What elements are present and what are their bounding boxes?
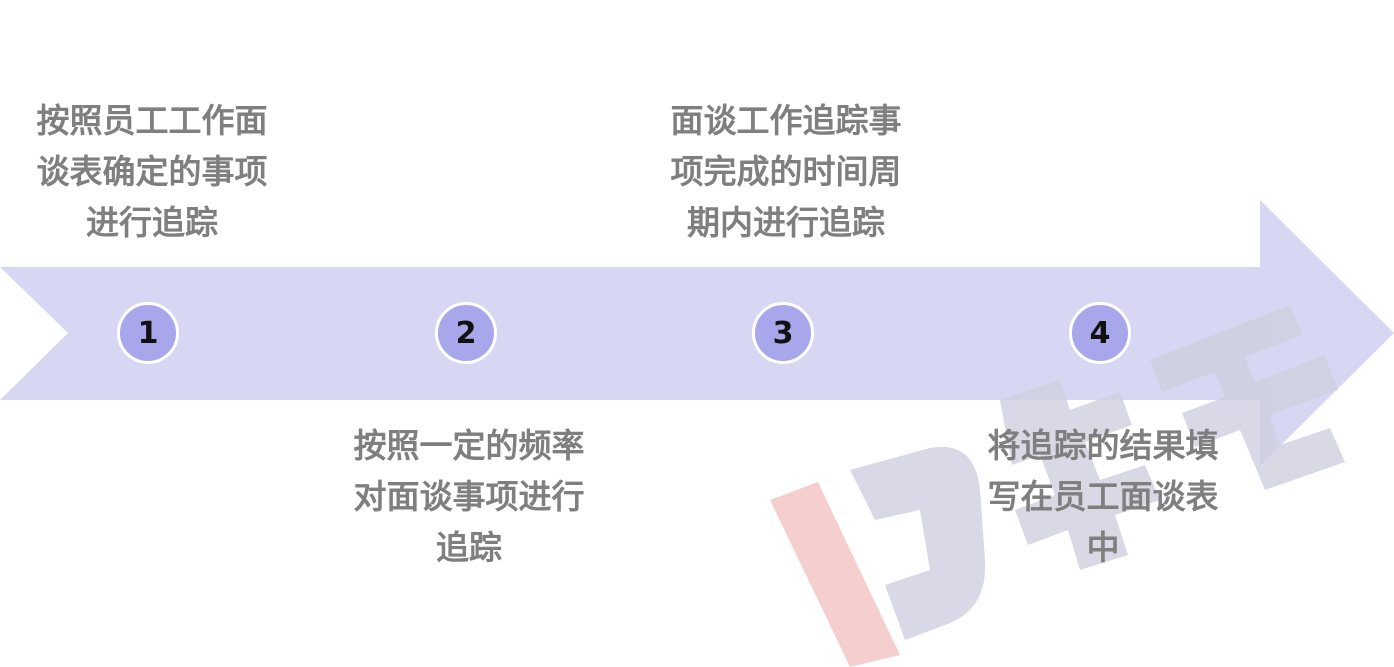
step-4-line-3: 中 [1086,528,1120,567]
step-3-line-3: 期内进行追踪 [687,203,885,242]
watermark-character-yi [1150,305,1345,490]
step-2-line-1: 按照一定的频率 [353,426,585,465]
step-2-description: 按照一定的频率 对面谈事项进行 追踪 [344,420,594,573]
step-1-line-1: 按照员工工作面 [36,101,268,140]
step-1-line-2: 谈表确定的事项 [36,152,268,191]
step-2-number-badge: 2 [435,302,497,364]
watermark-g-shape [850,446,986,640]
step-1-number-badge: 1 [117,302,179,364]
step-2-line-3: 追踪 [436,528,502,567]
step-4-line-2: 写在员工面谈表 [987,477,1219,516]
watermark-character-bo [1000,380,1160,570]
step-4-description: 将追踪的结果填 写在员工面谈表 中 [978,420,1228,573]
step-2-line-2: 对面谈事项进行 [353,477,585,516]
step-1-description: 按照员工工作面 谈表确定的事项 进行追踪 [27,95,277,248]
step-3-line-1: 面谈工作追踪事 [670,101,902,140]
step-1-line-3: 进行追踪 [86,203,218,242]
watermark-red-bar [770,482,900,667]
step-4-number-badge: 4 [1069,302,1131,364]
step-3-line-2: 项完成的时间周 [670,152,902,191]
watermark-logo [770,305,1345,667]
step-4-line-1: 将追踪的结果填 [987,426,1219,465]
step-3-number-badge: 3 [752,302,814,364]
step-3-description: 面谈工作追踪事 项完成的时间周 期内进行追踪 [661,95,911,248]
